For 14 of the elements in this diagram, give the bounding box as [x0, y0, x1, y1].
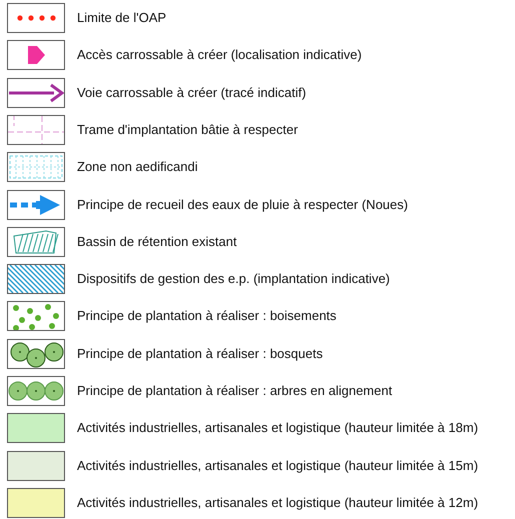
legend-text: Voie carrossable à créer (tracé indicatif): [77, 84, 306, 101]
legend-text: Principe de plantation à réaliser : bosquets: [77, 346, 323, 362]
legend-text: Accès carrossable à créer (localisation indicative): [77, 47, 362, 64]
legend-text: Trame d'implantation bâtie à respecter: [77, 122, 298, 138]
legend-text: Zone non aedificandi: [77, 159, 198, 176]
legend-text: Principe de recueil des eaux de pluie à respecter (Noues): [77, 196, 408, 212]
legend-text: Principe de plantation à réaliser : boisements: [77, 308, 336, 324]
legend-text: Limite de l'OAP: [77, 10, 166, 26]
legend-text: Principe de plantation à réaliser : arbres en alignement: [77, 383, 392, 399]
legend-text: Bassin de rétention existant: [77, 234, 237, 250]
legend-text: Activités industrielles, artisanales et logistique (hauteur limitée à 18m): [77, 420, 478, 436]
legend-text: Activités industrielles, artisanales et logistique (hauteur limitée à 12m): [77, 494, 478, 511]
legend-text: Activités industrielles, artisanales et logistique (hauteur limitée à 15m): [77, 458, 478, 474]
legend-text: Dispositifs de gestion des e.p. (implantation indicative): [77, 271, 390, 288]
